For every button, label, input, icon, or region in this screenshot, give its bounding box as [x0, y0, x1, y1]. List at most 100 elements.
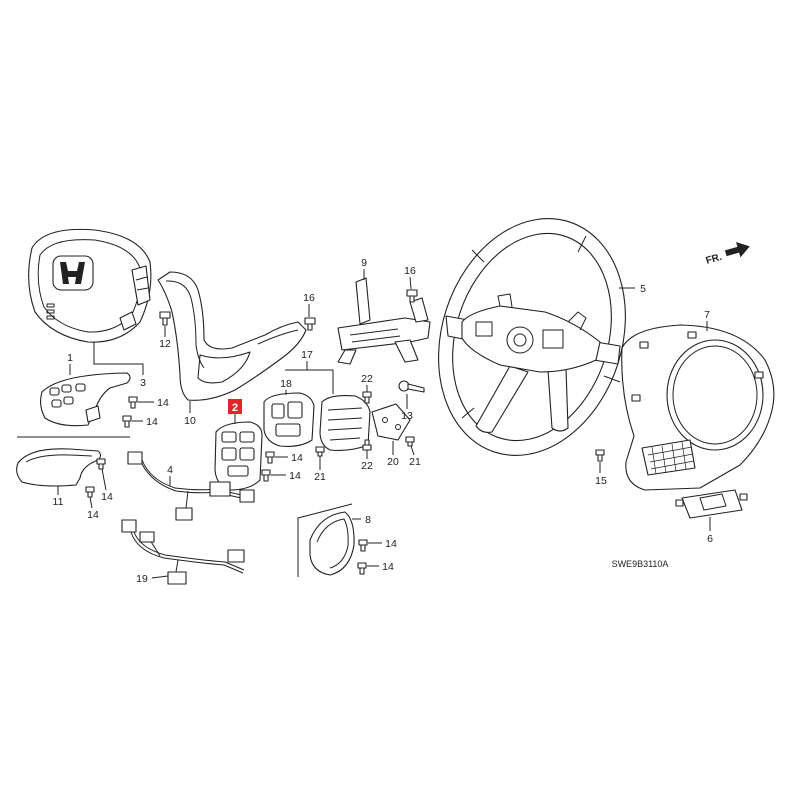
callout-9: 9	[361, 257, 367, 269]
bracket-right-leg	[394, 339, 419, 363]
screw-14	[96, 458, 106, 470]
switch-17-outline	[319, 395, 371, 451]
bracket-post	[355, 277, 371, 325]
callout-18: 18	[280, 378, 292, 390]
switch-18-outline	[263, 392, 315, 447]
leader-line	[151, 575, 169, 579]
switch-18-button	[271, 403, 285, 419]
callout-16: 16	[404, 265, 416, 277]
steering-wheel	[438, 218, 626, 456]
airbag-emblem-marks	[46, 303, 55, 320]
harness-19-connector	[139, 531, 155, 543]
harness-4-connector	[239, 489, 255, 503]
leader-line	[409, 276, 412, 290]
cover-8-contour	[316, 518, 349, 569]
airbag-side-mechanism	[119, 265, 151, 331]
switch-1-button	[49, 387, 60, 396]
group-frame-8	[297, 503, 353, 577]
switch-2-button	[239, 431, 255, 443]
callout-17: 17	[301, 349, 313, 361]
wheel-hub-detail	[497, 293, 587, 331]
bracket-20-outline	[371, 403, 411, 441]
callout-21: 21	[409, 456, 421, 468]
front-direction-indicator: FR.	[705, 242, 750, 267]
callout-14: 14	[291, 452, 303, 464]
callout-19: 19	[136, 573, 148, 585]
harness-4-wire	[141, 459, 247, 497]
callout-5: 5	[640, 283, 646, 295]
harness-19-wire	[130, 531, 244, 574]
steering-switch-11	[16, 448, 102, 487]
rear-cover-tab	[754, 371, 764, 379]
screw-14	[358, 539, 368, 552]
rear-cover-tab	[639, 341, 649, 349]
switch-1-button	[75, 383, 86, 392]
screw-21-right	[405, 436, 415, 447]
callout-10: 10	[184, 415, 196, 427]
callout-22: 22	[361, 373, 373, 385]
screw-15	[595, 449, 605, 462]
lower-cover-outline	[157, 271, 307, 401]
callout-21: 21	[314, 471, 326, 483]
harness-19-branch	[149, 539, 179, 573]
switch-1-button	[61, 384, 72, 393]
steering-lower-cover	[157, 271, 307, 401]
switch-2-button	[221, 431, 237, 443]
harness-19-connector	[167, 571, 187, 585]
harness-4-connector	[175, 507, 193, 521]
callout-12: 12	[159, 338, 171, 350]
bracket-right-post	[409, 297, 429, 323]
wheel-lower-spoke-right	[547, 367, 569, 432]
callout-1: 1	[67, 352, 73, 364]
callout-14: 14	[87, 509, 99, 521]
arrow-right-icon	[724, 242, 750, 258]
callout-13: 13	[401, 410, 413, 422]
callout-16: 16	[303, 292, 315, 304]
wheel-hub-boss	[513, 333, 527, 347]
steering-switch-2	[214, 421, 263, 491]
logo-h-mark	[60, 262, 85, 284]
bracket-rib	[349, 328, 401, 343]
rear-cover-tab	[687, 331, 697, 339]
screw-21-left	[315, 446, 325, 457]
bolt-16-left	[304, 317, 316, 331]
callout-14: 14	[146, 416, 158, 428]
bracket-left-leg	[337, 349, 357, 365]
rear-cover-tab	[631, 394, 641, 402]
switch-11-outline	[16, 448, 102, 487]
callout-2: 2	[232, 402, 238, 414]
panel-6-outline	[681, 489, 743, 519]
bolt-16-right	[406, 289, 418, 303]
harness-4-branch	[185, 490, 189, 509]
wheel-hub-boss	[506, 326, 534, 354]
bracket-20-hole	[395, 424, 401, 430]
lower-cover-edge	[165, 280, 205, 369]
callout-14: 14	[157, 397, 169, 409]
steering-switch-18	[263, 392, 315, 447]
leader-line	[410, 445, 415, 456]
callout-14: 14	[101, 491, 113, 503]
switch-2-button	[227, 465, 249, 477]
harness-19-connector	[121, 519, 137, 533]
callout-7: 7	[704, 309, 710, 321]
callout-14: 14	[289, 470, 301, 482]
screw-14	[261, 469, 271, 482]
leader-line	[285, 361, 334, 394]
wiring-harness-4	[127, 451, 255, 521]
callout-15: 15	[595, 475, 607, 487]
harness-4-connector	[127, 451, 143, 465]
switch-1-connector	[85, 405, 101, 423]
wheel-hub	[461, 305, 601, 373]
switch-2-button	[239, 447, 255, 461]
wheel-hub-mount	[542, 329, 564, 349]
callout-14: 14	[385, 538, 397, 550]
mounting-bracket	[337, 277, 431, 365]
diagram-code: SWE9B3110A	[612, 559, 669, 569]
harness-4-wire	[141, 463, 247, 500]
screw-14	[357, 562, 367, 575]
callout-8: 8	[365, 514, 371, 526]
panel-6-tab	[675, 499, 684, 507]
panel-6-detail	[699, 493, 727, 511]
leader-line	[89, 496, 93, 509]
